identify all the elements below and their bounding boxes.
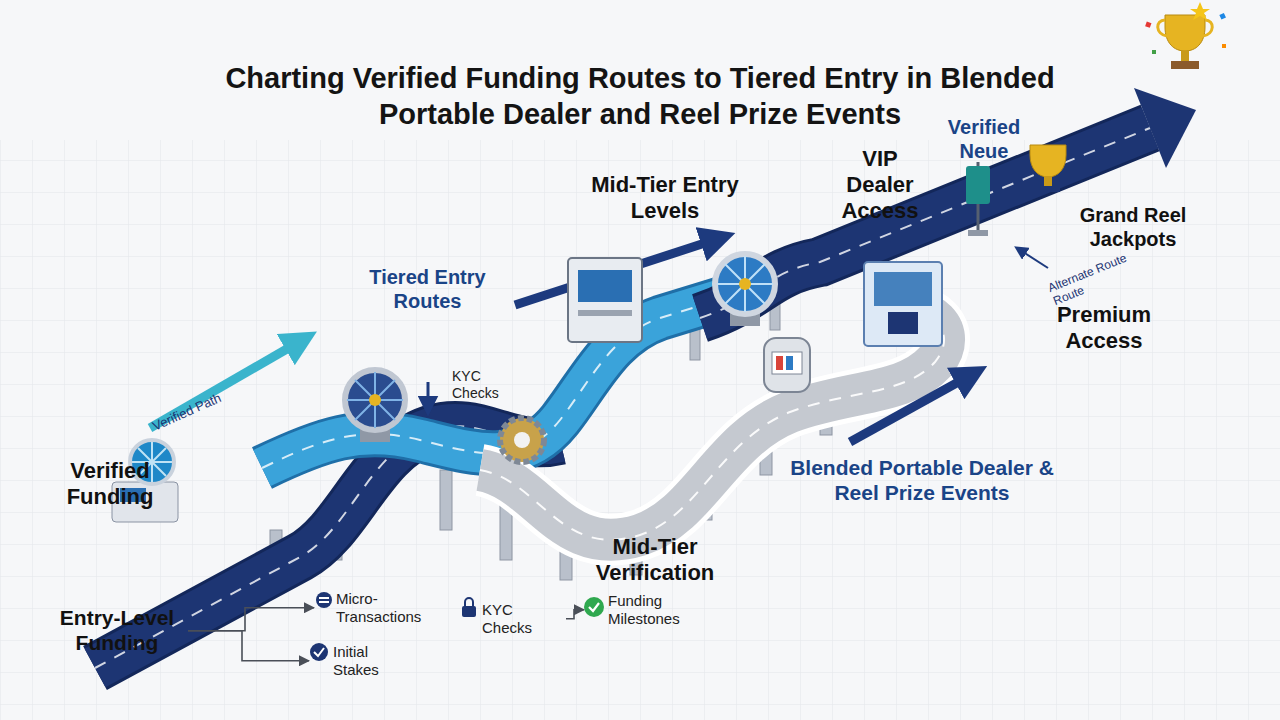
trophy-cup — [1165, 15, 1205, 51]
coin-mark — [319, 597, 329, 599]
trophy-cup — [1030, 145, 1066, 177]
road-edge — [262, 298, 725, 468]
gear-hub — [514, 432, 530, 448]
stage-label: Premium Access — [1042, 302, 1166, 354]
road-arrow-head — [1134, 88, 1196, 168]
lock-icon — [462, 606, 476, 617]
wheel-spokes — [717, 256, 773, 312]
slot-reel — [786, 356, 793, 370]
pointer-arrow — [1020, 250, 1048, 268]
connector — [188, 631, 309, 661]
trophy-handles — [1158, 20, 1213, 36]
connector — [188, 608, 314, 631]
stage-label: Mid-Tier Verification — [572, 534, 738, 586]
sign-label: Verified Neue — [928, 116, 1040, 163]
wheel-hub — [739, 278, 751, 290]
booth-screen — [874, 272, 932, 306]
check-mark — [589, 603, 599, 611]
trophy-stem — [1044, 176, 1052, 186]
check-mark — [314, 648, 324, 656]
stage-label: Grand Reel Jackpots — [1066, 204, 1200, 251]
gear-wheel — [500, 418, 544, 462]
slot-machine — [764, 338, 810, 392]
node-text: KYC Checks — [482, 601, 566, 636]
node-text: Initial Stakes — [333, 643, 391, 678]
stage-label: Mid-Tier Entry Levels — [580, 172, 750, 224]
light-blue-road — [262, 298, 725, 468]
slot-reels — [772, 352, 802, 374]
direction-arrow — [515, 242, 708, 305]
funding-stage: Entry-Level Funding — [46, 606, 188, 656]
slot-reel — [776, 356, 783, 370]
grid-background — [0, 140, 1280, 720]
lane-marking — [262, 298, 725, 468]
sign-panel — [966, 166, 990, 204]
entry-kiosk — [568, 258, 642, 342]
event-label: Blended Portable Dealer & Reel Prize Eve… — [782, 456, 1062, 506]
check-label: KYC Checks — [452, 368, 522, 401]
stage-label: Tiered Entry Routes — [350, 266, 505, 313]
sign-base — [968, 230, 988, 236]
bridge-pylon — [440, 470, 452, 530]
kiosk-screen — [578, 270, 632, 302]
check-icon — [584, 597, 604, 617]
wheel-spokes — [347, 372, 403, 428]
wheel-hub — [369, 394, 381, 406]
funding-step: Micro-Transactions — [314, 590, 444, 625]
booth-terminal — [888, 312, 918, 334]
node-text: Entry-Level Funding — [46, 606, 188, 656]
check-icon — [310, 643, 328, 661]
trophy-base — [1036, 186, 1060, 192]
funding-step: Funding Milestones — [584, 592, 694, 627]
coin-mark — [319, 601, 329, 603]
node-text: Micro-Transactions — [336, 590, 444, 625]
trophy-stem — [1181, 51, 1189, 61]
direction-arrow — [850, 380, 962, 442]
route-label: Alternate Route Route — [1046, 248, 1140, 308]
confetti — [1145, 21, 1151, 27]
connector — [566, 610, 584, 619]
prize-wheel — [345, 370, 405, 430]
stage-label: VIP Dealer Access — [832, 146, 928, 224]
prize-wheel — [715, 254, 775, 314]
pointer-arrow — [427, 382, 430, 406]
stage-label: Verified Funding — [45, 458, 175, 510]
confetti — [1219, 13, 1226, 20]
confetti — [1222, 44, 1226, 48]
dealer-booth — [864, 262, 942, 346]
lock-shackle — [465, 598, 473, 606]
coin-icon — [316, 592, 332, 608]
kiosk-slot — [578, 310, 632, 316]
funding-step: KYC Checks — [458, 601, 566, 636]
confetti — [1152, 50, 1156, 54]
node-text: Funding Milestones — [608, 592, 694, 627]
path-label: Verified Path — [150, 371, 266, 434]
trophy-base — [1171, 61, 1199, 69]
funding-step: Initial Stakes — [309, 643, 391, 678]
sparkle-star — [1190, 2, 1210, 20]
